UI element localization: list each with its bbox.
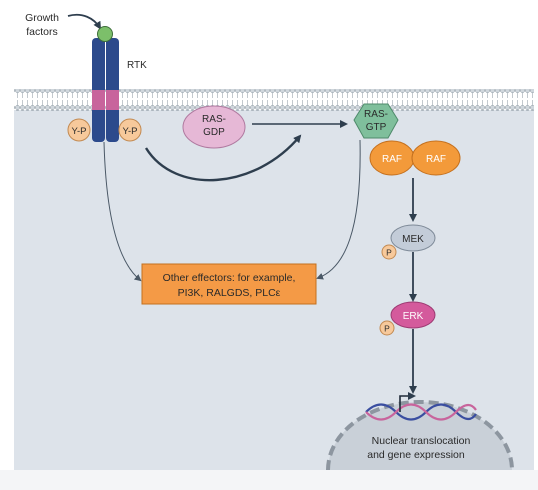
effectors-label-1: Other effectors: for example, xyxy=(163,272,296,284)
other-effectors-box xyxy=(141,263,317,305)
receptor-to-effectors-arrow xyxy=(103,141,142,282)
rtk-transmembrane-left xyxy=(92,90,105,110)
mek-p-label: P xyxy=(386,248,392,258)
ras-gtp-label-1: RAS- xyxy=(364,109,388,120)
ras-gdp xyxy=(182,105,246,149)
ras-gdp-label-2: GDP xyxy=(203,127,225,138)
yp-right-label: Y-P xyxy=(123,126,138,137)
ras-gtp-label-2: GTP xyxy=(366,122,387,133)
growth-factor-arrow xyxy=(67,13,102,30)
dna-helix xyxy=(365,403,477,421)
raf-left-label: RAF xyxy=(382,154,402,165)
rtk-label: RTK xyxy=(127,60,147,71)
nucleus-envelope xyxy=(326,400,514,471)
ras-gtp xyxy=(353,103,399,139)
phospho-tyrosine-right xyxy=(118,118,142,142)
yp-left-label: Y-P xyxy=(72,126,87,137)
receptor-to-ras-arrow xyxy=(144,134,302,182)
erk-label: ERK xyxy=(403,311,424,322)
mek-label: MEK xyxy=(402,234,424,245)
erk-p-label: P xyxy=(384,324,390,334)
plasma-membrane xyxy=(14,89,534,111)
growth-factor-ligand xyxy=(97,26,113,42)
ras-gdp-label-1: RAS- xyxy=(202,114,226,125)
nucleus-label-1: Nuclear translocation xyxy=(372,435,471,447)
raf-right-label: RAF xyxy=(426,154,446,165)
rtk-transmembrane-right xyxy=(106,90,119,110)
bottom-band xyxy=(0,470,538,490)
ras-to-effectors-arrow xyxy=(316,139,361,280)
nucleus-label-2: and gene expression xyxy=(367,449,465,461)
erk-phosphate xyxy=(379,320,395,336)
phospho-tyrosine-left xyxy=(67,118,91,142)
growth-factors-label-1: Growth xyxy=(25,12,59,24)
mek xyxy=(390,224,436,252)
erk xyxy=(390,301,436,329)
growth-factors-label-2: factors xyxy=(26,26,58,38)
raf-right xyxy=(411,140,461,176)
mek-phosphate xyxy=(381,244,397,260)
transcription-start-arrow xyxy=(399,392,416,412)
effectors-label-2: PI3K, RALGDS, PLCε xyxy=(178,287,281,299)
